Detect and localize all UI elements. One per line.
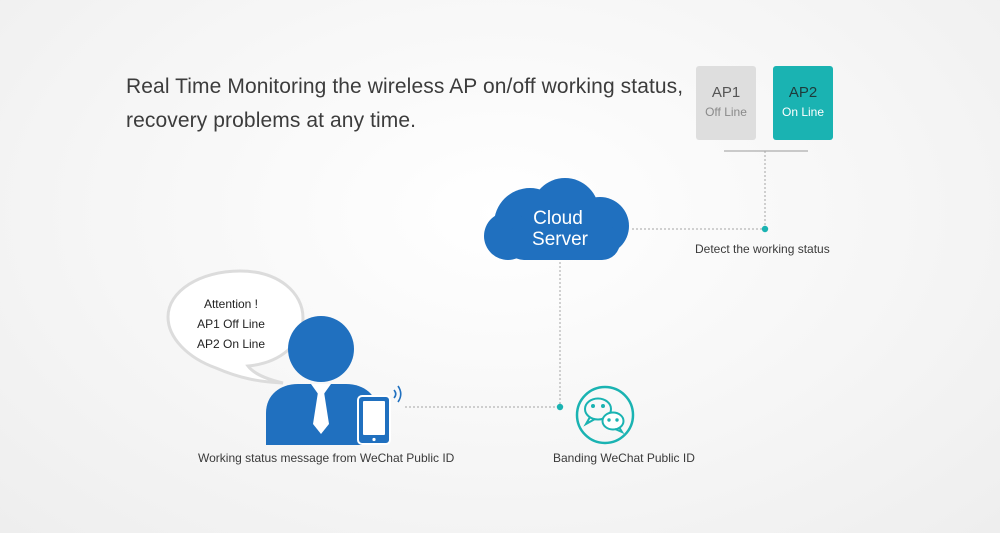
ap1-status: Off Line [705, 105, 747, 119]
detect-dot [761, 225, 769, 233]
cloud-icon: Cloud Server [484, 178, 629, 260]
banding-wechat-label: Banding WeChat Public ID [553, 451, 695, 465]
cloud-label-line2: Server [532, 229, 589, 250]
headline-line-2: recovery problems at any time. [126, 109, 417, 132]
detect-status-label: Detect the working status [695, 242, 830, 256]
ap1-status-card: AP1 Off Line [696, 66, 756, 140]
connectors [405, 150, 808, 411]
bubble-message: Attention ! AP1 Off Line AP2 On Line [186, 294, 276, 354]
smartphone-icon [357, 385, 402, 445]
bubble-line-ap2: AP2 On Line [196, 337, 266, 351]
headline: Real Time Monitoring the wireless AP on/… [126, 70, 683, 138]
wechat-icon [575, 385, 635, 445]
user-icon [266, 316, 378, 445]
speech-bubble [166, 269, 305, 385]
wechat-dot [556, 403, 564, 411]
bubble-line-ap1: AP1 Off Line [197, 317, 265, 331]
bubble-line-attention: Attention ! [203, 297, 259, 311]
ap2-status-card: AP2 On Line [773, 66, 833, 140]
headline-line-1: Real Time Monitoring the wireless AP on/… [126, 75, 684, 98]
cloud-label-line1: Cloud [533, 208, 583, 229]
ap2-name: AP2 [788, 84, 818, 101]
ap1-name: AP1 [711, 84, 741, 101]
working-status-label: Working status message from WeChat Publi… [198, 451, 455, 465]
ap2-status: On Line [781, 105, 825, 119]
